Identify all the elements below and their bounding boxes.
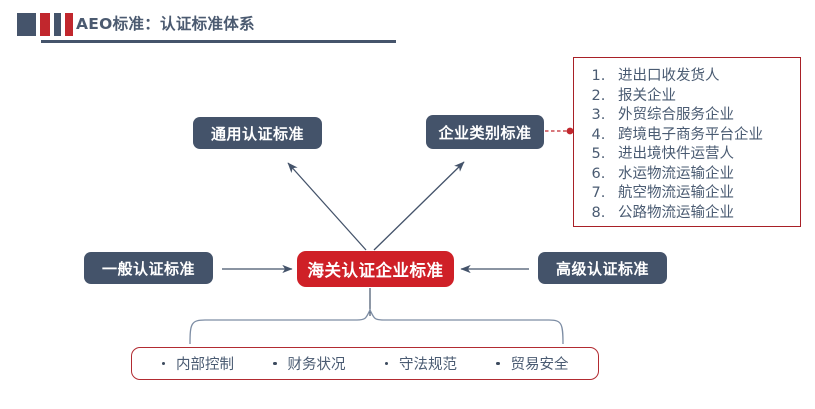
list-item: 报关企业 [610,87,792,107]
criteria-item: 贸易安全 [496,353,569,374]
brace-to-criteria-box [189,308,564,345]
list-item: 公路物流运输企业 [610,204,792,224]
header-bar-navy-wide [17,13,36,36]
arrow-center-to-common [287,162,367,251]
criteria-item: 内部控制 [161,353,234,374]
list-item: 外贸综合服务企业 [610,106,792,126]
bullet-dot [273,361,277,366]
node-customs-certified-enterprise-standard[interactable]: 海关认证企业标准 [297,251,454,287]
node-advanced-standard[interactable]: 高级认证标准 [538,252,667,284]
criteria-box: 内部控制 财务状况 守法规范 贸易安全 [131,347,599,380]
header-bar-red-1 [40,13,50,36]
list-item: 进出口收发货人 [610,67,792,87]
criteria-item: 守法规范 [384,353,457,374]
bullet-dot [161,361,165,366]
enterprise-category-list-box: 进出口收发货人 报关企业 外贸综合服务企业 跨境电子商务平台企业 进出境快件运营… [573,57,801,227]
header-bar-red-2 [65,13,73,36]
header-accent-bars [17,13,73,36]
list-item: 水运物流运输企业 [610,165,792,185]
bullet-dot [496,361,500,366]
criteria-label: 守法规范 [399,357,457,373]
criteria-label: 贸易安全 [510,357,569,373]
header-bar-navy-thin [54,13,61,36]
node-category-standard[interactable]: 企业类别标准 [426,115,544,149]
criteria-item: 财务状况 [273,353,346,374]
arrow-center-to-category [373,161,465,251]
bullet-dot [384,361,388,366]
title-underline-rule [41,40,396,43]
page-title: AEO标准：认证标准体系 [76,15,255,33]
list-item: 跨境电子商务平台企业 [610,126,792,146]
node-general-standard[interactable]: 一般认证标准 [84,252,213,284]
criteria-label: 财务状况 [287,357,346,373]
criteria-label: 内部控制 [176,357,234,373]
list-item: 进出境快件运营人 [610,145,792,165]
enterprise-category-list: 进出口收发货人 报关企业 外贸综合服务企业 跨境电子商务平台企业 进出境快件运营… [588,67,792,223]
node-common-standard[interactable]: 通用认证标准 [193,117,322,149]
list-item: 航空物流运输企业 [610,184,792,204]
